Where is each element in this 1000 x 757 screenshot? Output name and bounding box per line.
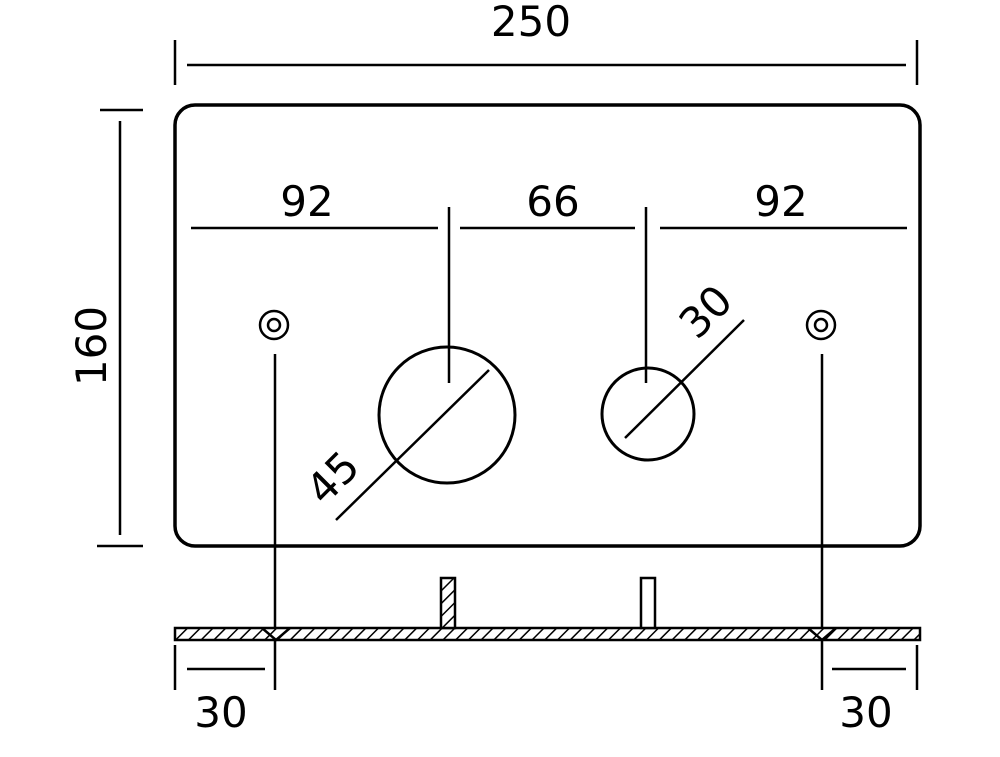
left-screw-hole — [258, 309, 290, 341]
left-spacing-label: 92 — [280, 177, 333, 226]
right-screw-hole — [805, 309, 837, 341]
overall-height-label: 160 — [67, 306, 116, 386]
left-screw-offset-dimension: 30 — [173, 645, 265, 737]
right-screw-offset-label: 30 — [839, 688, 892, 737]
large-hole-diameter-label: 45 — [297, 442, 369, 514]
left-pin-section — [439, 576, 457, 630]
cover-plate-outline — [173, 103, 922, 548]
right-screw-offset-dimension: 30 — [832, 645, 919, 737]
large-hole-diameter-line — [335, 369, 490, 521]
right-screw-countersink — [807, 627, 837, 642]
left-screw-countersink — [261, 627, 291, 642]
center-spacing-label: 66 — [526, 177, 579, 226]
right-spacing-label: 92 — [754, 177, 807, 226]
left-screw-offset-label: 30 — [194, 688, 247, 737]
plate-section — [173, 626, 922, 642]
right-pin-section — [639, 576, 657, 630]
overall-height-dimension: 160 — [67, 108, 143, 548]
small-hole-diameter-label: 30 — [670, 276, 742, 348]
side-section-view — [173, 576, 922, 642]
small-hole-diameter-line — [624, 319, 745, 439]
overall-width-label: 250 — [491, 0, 571, 46]
hole-spacing-dimensions: 92 66 92 — [191, 177, 907, 230]
small-hole: 30 — [600, 207, 745, 462]
large-hole: 45 — [297, 207, 517, 521]
overall-width-dimension: 250 — [173, 0, 919, 85]
